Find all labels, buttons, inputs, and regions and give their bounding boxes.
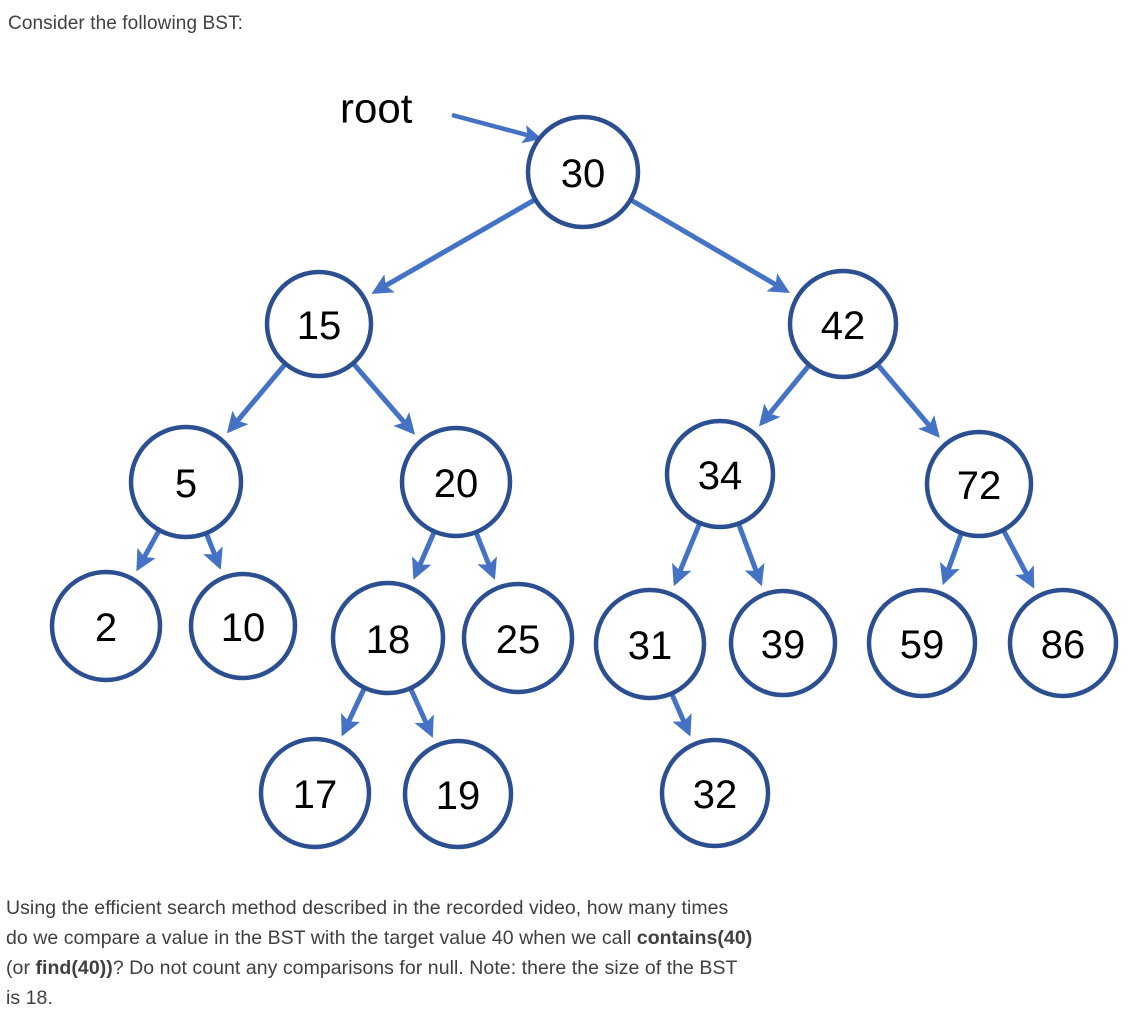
node-circle-72 bbox=[924, 429, 1034, 539]
question-line-4-text: is 18. bbox=[6, 987, 53, 1009]
node-value-2: 2 bbox=[95, 606, 117, 650]
tree-node-72[interactable]: 72 bbox=[924, 429, 1034, 539]
tree-node-30[interactable]: 30 bbox=[525, 114, 641, 230]
tree-edge-15-to-20 bbox=[351, 362, 416, 435]
node-value-42: 42 bbox=[821, 304, 866, 348]
tree-edge-42-to-34 bbox=[758, 364, 811, 427]
node-circle-15 bbox=[264, 269, 374, 379]
question-line-3: (or find(40))? Do not count any comparis… bbox=[6, 953, 1006, 983]
tree-node-39[interactable]: 39 bbox=[728, 588, 838, 698]
tree-node-25[interactable]: 25 bbox=[461, 581, 575, 695]
node-value-5: 5 bbox=[175, 462, 197, 506]
node-circle-17 bbox=[258, 736, 372, 850]
tree-edge-42-to-72 bbox=[876, 363, 940, 438]
node-circle-2 bbox=[49, 569, 163, 683]
tree-edge-5-to-10 bbox=[203, 533, 223, 570]
node-value-31: 31 bbox=[628, 624, 673, 668]
node-value-59: 59 bbox=[900, 623, 945, 667]
tree-edge-30-to-42 bbox=[630, 198, 790, 293]
tree-node-86[interactable]: 86 bbox=[1007, 587, 1119, 699]
tree-edge-20-to-18 bbox=[412, 531, 437, 580]
tree-edge-31-to-32 bbox=[669, 693, 692, 737]
tree-edge-20-to-25 bbox=[473, 532, 497, 580]
question-line-3-suffix: ? Do not count any comparisons for null.… bbox=[112, 957, 738, 979]
node-circle-32 bbox=[659, 737, 771, 849]
tree-node-20[interactable]: 20 bbox=[399, 425, 513, 539]
node-circle-34 bbox=[664, 418, 776, 530]
node-circle-25 bbox=[461, 581, 575, 695]
question-line-2-text: do we compare a value in the BST with th… bbox=[6, 927, 637, 949]
tree-node-31[interactable]: 31 bbox=[593, 587, 707, 701]
tree-node-15[interactable]: 15 bbox=[264, 269, 374, 379]
tree-edge-30-to-15 bbox=[371, 197, 536, 294]
question-line-2: do we compare a value in the BST with th… bbox=[6, 923, 1006, 953]
node-value-72: 72 bbox=[957, 464, 1002, 508]
node-value-30: 30 bbox=[561, 152, 606, 196]
tree-edge-34-to-31 bbox=[672, 522, 702, 587]
question-text: Using the efficient search method descri… bbox=[6, 893, 1006, 1013]
bst-diagram: root 30 15 42 5 20 34 72 2 10 18 25 31 39 59 86 17 19 32 bbox=[49, 85, 1119, 850]
tree-edge-15-to-5 bbox=[226, 362, 287, 434]
question-line-1-text: Using the efficient search method descri… bbox=[6, 897, 729, 919]
node-circle-20 bbox=[399, 425, 513, 539]
node-value-32: 32 bbox=[693, 773, 738, 817]
node-circle-18 bbox=[330, 580, 446, 696]
node-value-86: 86 bbox=[1041, 623, 1086, 667]
node-circle-39 bbox=[728, 588, 838, 698]
node-value-10: 10 bbox=[221, 606, 266, 650]
node-circle-59 bbox=[866, 587, 978, 699]
node-circle-10 bbox=[188, 571, 298, 681]
question-line-3-prefix: (or bbox=[6, 957, 36, 979]
root-pointer-group: root bbox=[340, 85, 542, 144]
tree-node-17[interactable]: 17 bbox=[258, 736, 372, 850]
find-call-emphasis: find(40)) bbox=[35, 957, 113, 979]
node-value-25: 25 bbox=[496, 618, 541, 662]
contains-call-emphasis: contains(40) bbox=[636, 927, 753, 949]
tree-node-5[interactable]: 5 bbox=[128, 424, 244, 540]
node-value-39: 39 bbox=[761, 623, 806, 667]
node-value-15: 15 bbox=[297, 304, 342, 348]
tree-node-59[interactable]: 59 bbox=[866, 587, 978, 699]
tree-edge-5-to-2 bbox=[136, 529, 161, 572]
node-value-34: 34 bbox=[698, 454, 743, 498]
tree-edge-18-to-17 bbox=[341, 687, 367, 737]
node-circle-19 bbox=[402, 738, 514, 850]
question-line-1: Using the efficient search method descri… bbox=[6, 893, 1006, 923]
node-circle-31 bbox=[593, 587, 707, 701]
node-circle-42 bbox=[787, 268, 899, 380]
tree-edge-18-to-19 bbox=[408, 688, 434, 738]
node-circle-5 bbox=[128, 424, 244, 540]
tree-node-32[interactable]: 32 bbox=[659, 737, 771, 849]
page-title: Consider the following BST: bbox=[8, 13, 244, 34]
tree-edge-34-to-39 bbox=[736, 523, 765, 587]
node-value-20: 20 bbox=[434, 462, 479, 506]
tree-node-18[interactable]: 18 bbox=[330, 580, 446, 696]
node-circle-30 bbox=[525, 114, 641, 230]
tree-edge-72-to-86 bbox=[1001, 529, 1035, 589]
tree-edge-72-to-59 bbox=[939, 533, 964, 586]
tree-node-10[interactable]: 10 bbox=[188, 571, 298, 681]
question-line-4: is 18. bbox=[6, 983, 1006, 1013]
node-circle-86 bbox=[1007, 587, 1119, 699]
tree-edges-group bbox=[136, 197, 1035, 738]
node-value-18: 18 bbox=[366, 618, 411, 662]
tree-node-42[interactable]: 42 bbox=[787, 268, 899, 380]
root-pointer-arrow bbox=[451, 112, 542, 144]
tree-nodes-group: 30 15 42 5 20 34 72 2 10 18 25 31 39 59 86 17 19 32 bbox=[49, 114, 1119, 850]
tree-node-34[interactable]: 34 bbox=[664, 418, 776, 530]
node-value-17: 17 bbox=[293, 773, 338, 817]
node-value-19: 19 bbox=[436, 774, 481, 818]
tree-node-19[interactable]: 19 bbox=[402, 738, 514, 850]
tree-node-2[interactable]: 2 bbox=[49, 569, 163, 683]
root-label: root bbox=[340, 85, 413, 132]
